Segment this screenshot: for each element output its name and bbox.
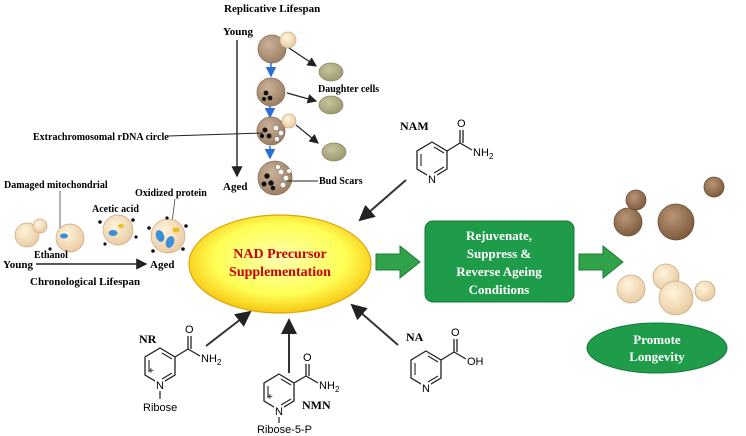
longevity-line1: Promote: [633, 332, 681, 347]
replicative-aged-label: Aged: [223, 181, 247, 193]
outcome-line1: Rejuvenate,: [466, 228, 532, 243]
nr-molecule: NR O NH 2 N + Ribose: [139, 324, 222, 414]
outcome-line2: Suppress &: [467, 246, 532, 261]
nam-nh2: NH: [473, 147, 489, 159]
daughter-cell-1: [318, 62, 344, 82]
daughter-arrow-2: [286, 92, 318, 104]
nr-nh2: NH: [201, 353, 217, 365]
outcome-line4: Conditions: [469, 282, 530, 297]
ethanol-label: Ethanol: [34, 250, 68, 261]
daughter-cell-2: [318, 95, 344, 115]
oxidized-protein-pointer: [171, 198, 176, 223]
mother-cell-aged: [257, 160, 293, 196]
chrono-cell-3: [98, 214, 138, 246]
chrono-title: Chronological Lifespan: [30, 276, 140, 288]
na-molecule: NA O OH N: [406, 327, 484, 395]
replicative-young-label: Young: [223, 26, 253, 38]
chrono-aged-label: Aged: [150, 259, 174, 271]
mother-cell-2: [256, 77, 286, 107]
healthy-yeast-cluster: [613, 176, 725, 316]
longevity-line2: Longevity: [629, 349, 685, 364]
nmn-label: NMN: [302, 398, 331, 412]
mother-cell-3: [256, 113, 297, 146]
damaged-mito-label: Damaged mitochondrial: [4, 180, 108, 191]
nad-line2: Supplementation: [229, 265, 331, 280]
nad-precursor-ellipse: [188, 214, 372, 314]
nam-arrow: [358, 179, 407, 222]
nr-nh2-sub: 2: [217, 358, 222, 367]
nmn-nh2-sub: 2: [335, 385, 340, 394]
nmn-plus: +: [267, 392, 273, 403]
bud-scars-label: Bud Scars: [319, 176, 363, 187]
nmn-o: O: [303, 352, 312, 364]
nam-o: O: [457, 118, 466, 130]
daughter-arrow-1: [288, 47, 317, 67]
nr-o: O: [185, 324, 194, 336]
nmn-nh2: NH: [319, 380, 335, 392]
erc-label: Extrachromosomal rDNA circle: [33, 132, 169, 143]
daughter-cells-label: Daughter cells: [318, 84, 379, 95]
nmn-n: N: [275, 406, 283, 418]
chrono-cell-1: [14, 218, 48, 248]
na-oh: OH: [467, 356, 484, 368]
nam-nh2-sub: 2: [489, 152, 494, 161]
nad-line1: NAD Precursor: [233, 247, 326, 262]
promote-longevity-ellipse: [586, 322, 728, 374]
chrono-young-label: Young: [3, 259, 33, 271]
mother-cell-1: [257, 31, 297, 64]
na-o: O: [451, 327, 460, 339]
nam-n: N: [428, 174, 436, 186]
nr-ribose: Ribose: [143, 402, 177, 414]
na-n: N: [422, 383, 430, 395]
replicative-title: Replicative Lifespan: [224, 3, 320, 15]
daughter-cell-3: [321, 142, 347, 162]
nam-label: NAM: [400, 119, 429, 133]
oxidized-protein-label: Oxidized protein: [135, 188, 207, 199]
erc-pointer: [167, 132, 264, 137]
nam-molecule: NAM O NH 2 N: [400, 118, 494, 186]
nmn-molecule: O NH 2 N + Ribose-5-P NMN: [257, 352, 340, 436]
green-arrow-2: [578, 244, 624, 280]
nr-arrow: [205, 310, 252, 347]
nr-label: NR: [139, 332, 157, 346]
daughter-arrow-3: [295, 124, 319, 144]
na-arrow: [350, 303, 399, 346]
green-arrow-1: [375, 244, 421, 280]
outcome-box: [424, 220, 575, 303]
nmn-ribose-5p: Ribose-5-P: [257, 424, 312, 436]
acetic-acid-label: Acetic acid: [92, 204, 139, 215]
outcome-line3: Reverse Ageing: [456, 264, 542, 279]
chrono-cell-2: [48, 223, 85, 253]
nr-n: N: [156, 380, 164, 392]
na-label: NA: [406, 330, 424, 344]
chrono-cell-4: [147, 216, 188, 254]
nr-plus: +: [148, 366, 154, 377]
